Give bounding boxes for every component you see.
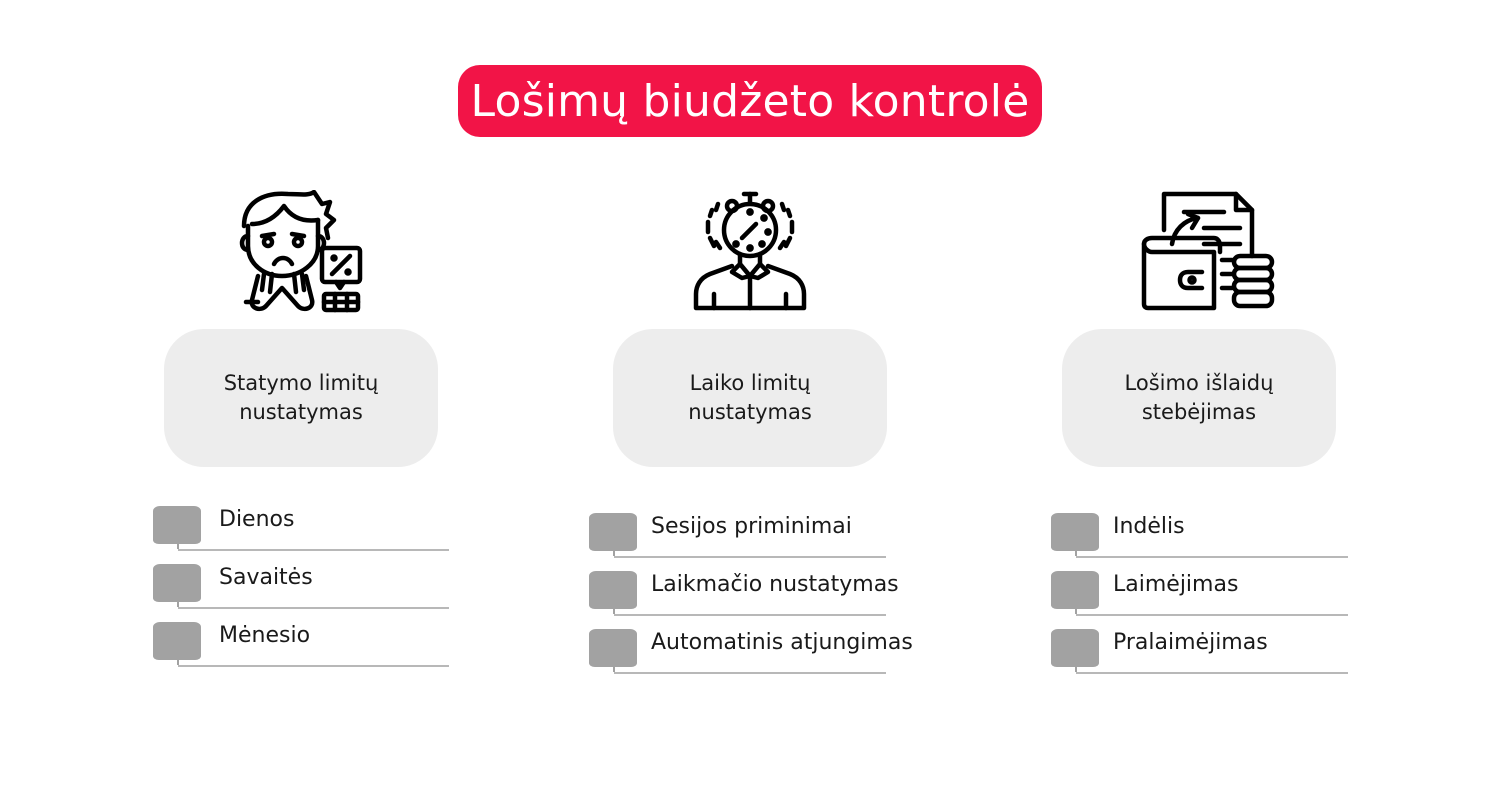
divider: [178, 607, 449, 609]
divider: [614, 614, 886, 616]
page-title: Lošimų biudžeto kontrolė: [470, 75, 1030, 127]
divider: [1076, 672, 1348, 674]
bullet-icon: [1051, 571, 1099, 614]
title-banner: Lošimų biudžeto kontrolė: [458, 65, 1042, 137]
divider: [178, 665, 449, 667]
bullet-icon: [1051, 513, 1099, 556]
item-label: Pralaimėjimas: [1113, 630, 1268, 655]
card-time-limits: Laiko limitų nustatymas: [613, 329, 887, 467]
card-label: Statymo limitų nustatymas: [223, 371, 379, 424]
item-label: Indėlis: [1113, 514, 1185, 539]
bullet-icon: [589, 629, 637, 672]
item-label: Laimėjimas: [1113, 572, 1239, 597]
item-label: Laikmačio nustatymas: [651, 572, 899, 597]
divider: [614, 672, 886, 674]
item-label: Dienos: [219, 507, 295, 532]
card-expense-tracking: Lošimo išlaidų stebėjimas: [1062, 329, 1336, 467]
bullet-icon: [589, 513, 637, 556]
card-label: Lošimo išlaidų stebėjimas: [1124, 371, 1274, 424]
card-bet-limits: Statymo limitų nustatymas: [164, 329, 438, 467]
bullet-icon: [1051, 629, 1099, 672]
stressed-gambler-icon: [238, 190, 364, 314]
divider: [614, 556, 886, 558]
bullet-icon: [153, 564, 201, 607]
divider: [1076, 556, 1348, 558]
item-label: Automatinis atjungimas: [651, 630, 913, 655]
bullet-icon: [153, 622, 201, 665]
card-label: Laiko limitų nustatymas: [688, 371, 812, 424]
divider: [1076, 614, 1348, 616]
wallet-document-coins-icon: [1140, 190, 1276, 312]
divider: [178, 549, 449, 551]
item-label: Sesijos priminimai: [651, 514, 852, 539]
item-label: Savaitės: [219, 565, 313, 590]
bullet-icon: [589, 571, 637, 614]
stopwatch-head-person-icon: [692, 190, 808, 312]
bullet-icon: [153, 506, 201, 549]
item-label: Mėnesio: [219, 623, 311, 648]
